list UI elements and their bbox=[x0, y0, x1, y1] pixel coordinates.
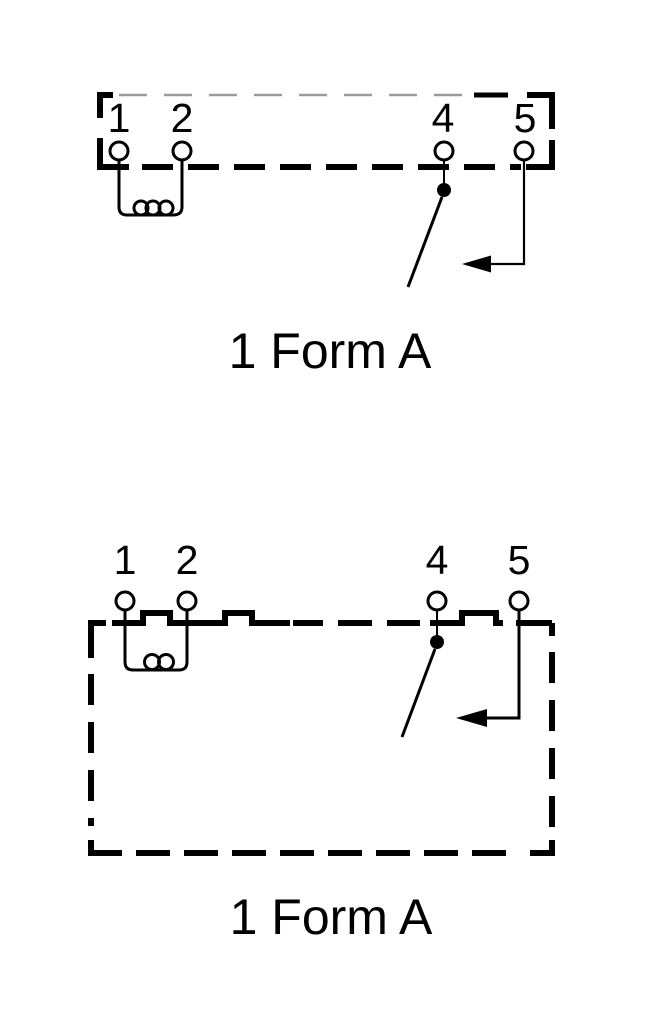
coil-channel bbox=[123, 610, 189, 672]
terminal-4-circle bbox=[433, 140, 455, 162]
terminal-2-circle bbox=[176, 590, 198, 612]
case-corner-top-right bbox=[527, 92, 555, 129]
terminal-1-label: 1 bbox=[114, 537, 137, 583]
diagram-bottom-form-a: 1 2 4 5 1 Form A bbox=[88, 537, 555, 945]
contact-dot bbox=[430, 635, 444, 649]
case-corner-bottom-right bbox=[526, 140, 555, 170]
arrow-icon bbox=[456, 709, 487, 727]
terminal-5-label: 5 bbox=[514, 95, 537, 141]
diagram-caption: 1 Form A bbox=[230, 889, 433, 945]
terminal-5-label: 5 bbox=[508, 537, 531, 583]
terminal-5-circle bbox=[508, 590, 530, 612]
case-corner-top-left bbox=[97, 92, 113, 118]
terminal-4-label: 4 bbox=[432, 95, 455, 141]
case-corner-bottom-left bbox=[88, 840, 122, 856]
terminal-4-label: 4 bbox=[426, 537, 449, 583]
switch-arm bbox=[406, 196, 444, 288]
terminal-1-circle bbox=[114, 590, 136, 612]
coil-loop bbox=[157, 199, 175, 217]
common-wire bbox=[491, 160, 526, 266]
terminal-2-label: 2 bbox=[176, 537, 199, 583]
terminal-5-circle bbox=[513, 140, 535, 162]
coil-loop bbox=[157, 653, 175, 671]
coil-icon bbox=[123, 610, 189, 672]
contact-dot bbox=[437, 183, 451, 197]
terminal-2-label: 2 bbox=[171, 95, 194, 141]
diagram-top-form-a: 1 2 4 5 1 Form A bbox=[97, 92, 555, 379]
common-wire bbox=[487, 610, 521, 720]
terminal-1-label: 1 bbox=[108, 95, 131, 141]
arrow-icon bbox=[462, 255, 491, 273]
coil-icon bbox=[117, 160, 184, 217]
terminal-1-circle bbox=[108, 140, 130, 162]
case-corner-top-left bbox=[88, 620, 106, 658]
terminal-2-circle bbox=[171, 140, 193, 162]
switch-arm bbox=[400, 648, 437, 738]
coil-loop bbox=[132, 199, 150, 217]
diagram-caption: 1 Form A bbox=[229, 323, 432, 379]
case-top-edge bbox=[112, 610, 552, 626]
terminal-4-circle bbox=[426, 590, 448, 612]
case-corner-bottom-right bbox=[530, 840, 555, 856]
